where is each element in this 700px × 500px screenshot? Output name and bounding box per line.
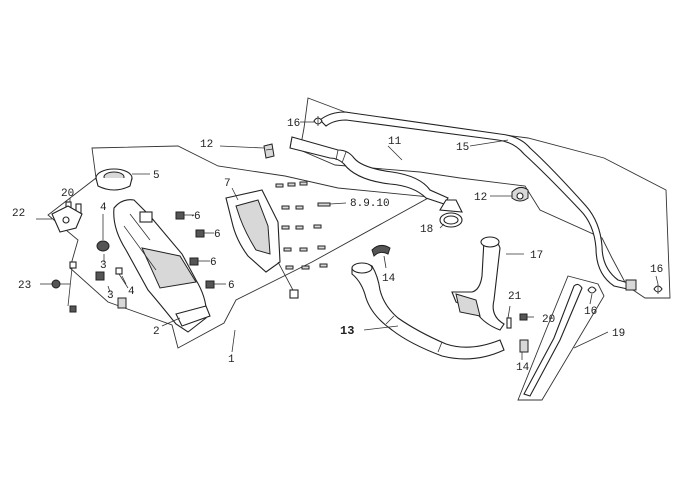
bracket-part-7 bbox=[225, 189, 299, 299]
tank-group-outline bbox=[47, 145, 432, 349]
bolts-part-8-9-10 bbox=[275, 181, 331, 270]
pipe-part-13 bbox=[351, 262, 505, 360]
clamp-part-14-upper bbox=[371, 244, 391, 257]
tank-part-1 bbox=[113, 199, 207, 333]
pipe-19-outline bbox=[517, 275, 605, 401]
label-14-upper: 14 bbox=[382, 273, 396, 285]
label-22: 22 bbox=[12, 208, 25, 220]
label-3-upper: 3 bbox=[100, 260, 107, 272]
cap-part-5 bbox=[95, 168, 133, 191]
clamp-part-12-left bbox=[263, 143, 275, 159]
label-11: 11 bbox=[388, 136, 402, 148]
label-16-top: 16 bbox=[287, 118, 300, 130]
tube-part-2 bbox=[175, 305, 211, 327]
label-20-left: 20 bbox=[61, 188, 74, 200]
label-14-lower: 14 bbox=[516, 362, 530, 374]
clip-part-6-c bbox=[189, 257, 210, 266]
hose-group-outline bbox=[299, 97, 671, 299]
clamp-part-14-lower bbox=[519, 339, 529, 353]
label-12-right: 12 bbox=[474, 192, 487, 204]
bolt-part-20-right bbox=[519, 313, 534, 321]
bracket-part-22 bbox=[51, 205, 83, 233]
part-labels: 1 2 3 3 4 4 5 6 6 6 6 7 8.9.10 11 12 12 … bbox=[12, 118, 663, 374]
label-18: 18 bbox=[420, 224, 433, 236]
filler-neck-part-17 bbox=[451, 236, 505, 331]
label-15: 15 bbox=[456, 142, 469, 154]
clip-part-16-top bbox=[313, 116, 323, 126]
clip-part-16-right bbox=[653, 284, 663, 294]
label-4-upper: 4 bbox=[100, 202, 107, 214]
clip-part-6-b bbox=[195, 229, 214, 238]
label-16-lower: 16 bbox=[584, 306, 597, 318]
label-20-right: 20 bbox=[542, 314, 555, 326]
clip-part-6-d bbox=[205, 280, 226, 289]
clamp-part-12-right bbox=[511, 186, 529, 202]
pipe-part-19 bbox=[523, 283, 583, 397]
clip-part-6-a bbox=[175, 211, 194, 220]
label-8-9-10: 8.9.10 bbox=[350, 198, 390, 210]
label-6-b: 6 bbox=[214, 229, 221, 241]
grommet-part-3-upper bbox=[96, 240, 110, 252]
label-19: 19 bbox=[612, 328, 625, 340]
grommet-part-3-lower bbox=[95, 271, 105, 281]
label-6-c: 6 bbox=[210, 257, 217, 269]
pin-part-4-lower bbox=[115, 267, 129, 289]
label-5: 5 bbox=[153, 170, 160, 182]
label-12-left: 12 bbox=[200, 139, 213, 151]
label-3-lower: 3 bbox=[107, 290, 114, 302]
leader-lines bbox=[36, 121, 659, 360]
bolt-part-3-small bbox=[117, 297, 127, 309]
label-6-a: 6 bbox=[194, 211, 201, 223]
bolt-part-21 bbox=[506, 317, 512, 329]
fitting-part-23 bbox=[51, 261, 77, 313]
label-13: 13 bbox=[340, 324, 354, 338]
label-1: 1 bbox=[228, 354, 235, 366]
label-6-d: 6 bbox=[228, 280, 235, 292]
hose-part-15 bbox=[319, 111, 637, 291]
cap-part-18 bbox=[439, 199, 463, 228]
label-2: 2 bbox=[153, 326, 160, 338]
label-17: 17 bbox=[530, 250, 543, 262]
label-16-right: 16 bbox=[650, 264, 663, 276]
hose-part-11 bbox=[289, 136, 449, 205]
label-23: 23 bbox=[18, 280, 31, 292]
label-4-lower: 4 bbox=[128, 286, 135, 298]
label-21: 21 bbox=[508, 291, 522, 303]
label-7: 7 bbox=[224, 178, 231, 190]
clip-part-16-lower bbox=[587, 286, 597, 294]
